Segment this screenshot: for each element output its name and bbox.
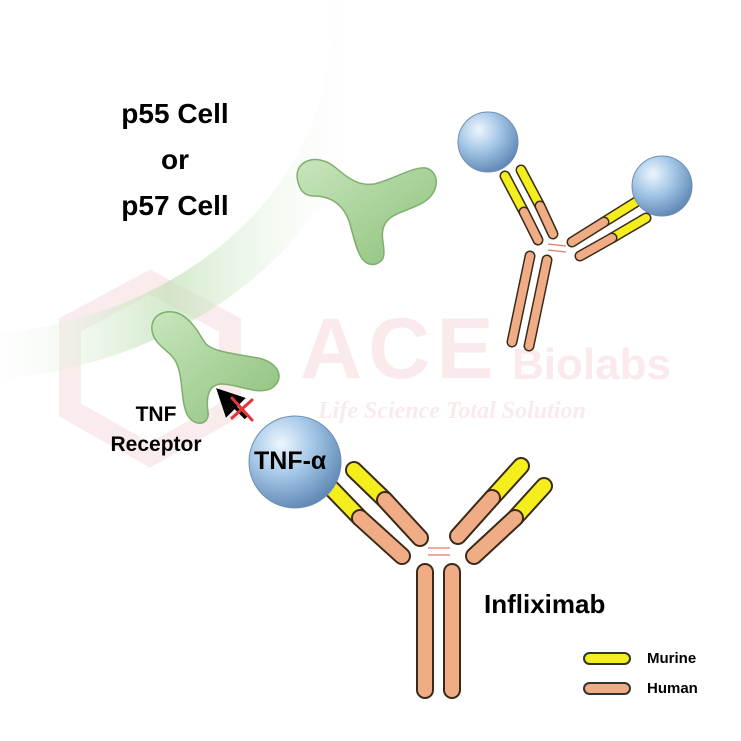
tnf-receptor-upper xyxy=(296,158,437,266)
legend-human-label: Human xyxy=(647,680,698,697)
watermark-sub: Biolabs xyxy=(512,340,671,389)
tnf-alpha-label: TNF-α xyxy=(254,447,327,475)
tnf-receptor-label: TNF Receptor xyxy=(96,400,216,460)
infliximab-label: Infliximab xyxy=(484,589,606,619)
legend-human-swatch xyxy=(583,682,631,695)
tnf-receptor-label-line2: Receptor xyxy=(110,433,202,456)
tnf-receptor-label-line1: TNF xyxy=(135,403,177,426)
cell-label-line2: or xyxy=(161,144,189,175)
legend-murine-label: Murine xyxy=(647,650,697,667)
antibody-small xyxy=(499,164,652,352)
blocked-x-icon xyxy=(230,396,254,422)
cell-membrane xyxy=(0,0,381,379)
binding-arrow xyxy=(216,388,248,420)
tnf-alpha-sphere xyxy=(248,415,342,509)
watermark-brand: ACE xyxy=(300,301,500,397)
tnf-sphere-small-1 xyxy=(457,111,519,173)
cell-label-line1: p55 Cell xyxy=(121,98,229,129)
tnf-receptor-lower xyxy=(151,311,280,424)
watermark-tagline: Life Science Total Solution xyxy=(318,398,586,424)
legend-human: Human xyxy=(583,680,698,697)
legend-murine: Murine xyxy=(583,650,696,667)
cell-label-line3: p57 Cell xyxy=(121,190,229,221)
legend-murine-swatch xyxy=(583,652,631,665)
tnf-sphere-small-2 xyxy=(631,155,693,217)
antibody-infliximab xyxy=(322,457,553,699)
